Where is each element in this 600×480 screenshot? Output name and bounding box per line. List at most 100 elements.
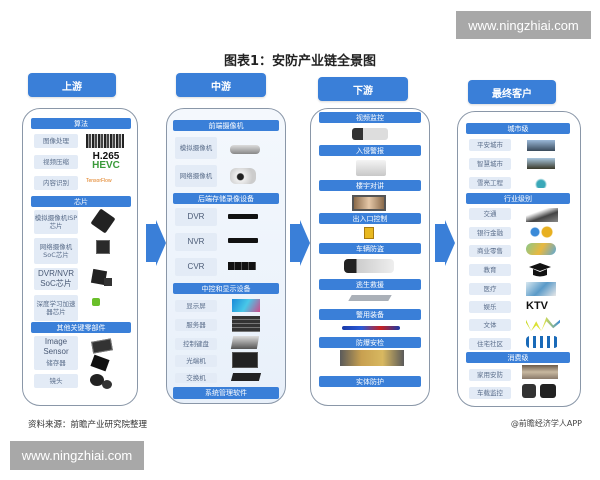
arrow-right-icon [290,220,310,266]
watermark-top: www.ningzhiai.com [456,11,591,39]
item-video-compression: 视频压缩 [34,155,78,169]
item-dl-accelerator-chip: 深度学习加速器芯片 [34,295,78,321]
home-security-image-icon [522,365,558,379]
diagram-title: 图表1：安防产业链全景图 [223,54,377,69]
healthcare-image-icon [526,282,556,296]
hevc-text: HEVC [92,160,120,171]
item-storage: 储存器 [34,356,78,370]
item-banking-finance: 银行金融 [469,227,511,239]
item-optical-transceiver: 光端机 [175,355,217,367]
section-access-control: 出入口控制 [319,213,421,224]
chip-icon [104,278,112,286]
section-control-display: 中控和显示设备 [173,283,279,294]
surveillance-camera-icon [352,128,388,140]
hevc-logo-icon: H.265 HEVC [86,152,126,172]
access-card-icon [364,227,374,239]
item-cvr: CVR [175,258,217,276]
item-safe-city: 平安城市 [469,139,511,151]
section-system-software: 系统管理软件 [173,387,279,399]
arrow-right-icon [146,220,166,266]
section-police-equipment: 警用装备 [319,309,421,320]
section-city-level: 城市级 [466,123,570,134]
item-image-sensor: Image Sensor [34,336,78,358]
item-commercial-retail: 商业零售 [469,245,511,257]
finance-image-icon [526,225,556,239]
section-backend-storage: 后端存储录像设备 [173,193,279,204]
section-consumer-level: 消费级 [466,352,570,363]
item-server: 服务器 [175,319,217,331]
section-chips: 芯片 [31,196,131,207]
section-vehicle-antitheft: 车辆防盗 [319,243,421,254]
item-residential-community: 住宅社区 [469,338,511,350]
item-dvr: DVR [175,208,217,226]
item-display: 显示屏 [175,300,217,312]
transportation-image-icon [526,208,558,222]
tensorflow-logo-icon: TensorFlow [86,178,112,184]
keyboard-icon [230,336,260,349]
item-dvr-nvr-soc-chip: DVR/NVR SoC芯片 [34,268,78,290]
item-network-camera: 网络摄像机 [175,165,217,187]
dvr-device-icon [228,214,258,219]
item-sharp-eyes-project: 雪亮工程 [469,177,511,189]
dashcam-icon [522,384,536,398]
community-image-icon [526,336,558,348]
safe-city-image-icon [527,140,555,151]
cvr-device-icon [228,262,256,270]
header-downstream: 下游 [318,77,408,101]
item-lens: 镜头 [34,374,78,388]
item-sports-culture: 文体 [469,319,511,331]
section-physical-protection: 实体防护 [319,376,421,387]
section-key-components: 其他关键零部件 [31,322,131,333]
item-education: 教育 [469,264,511,276]
dashcam-icon [540,384,556,398]
security-scanner-icon [340,350,404,366]
item-network-soc-chip: 网络摄像机SoC芯片 [34,238,78,264]
section-intrusion-alarm: 入侵警报 [319,145,421,156]
police-lightbar-icon [342,326,400,330]
section-escape-rescue: 逃生救援 [319,279,421,290]
rescue-equipment-icon [348,295,392,301]
vehicle-camera-icon [344,259,394,273]
item-analog-camera: 模拟摄像机 [175,137,217,159]
section-algorithm: 算法 [31,118,131,129]
nvr-device-icon [228,238,258,243]
item-analog-isp-chip: 模拟摄像机ISP芯片 [34,210,78,234]
display-screen-icon [232,299,260,312]
header-midstream: 中游 [176,73,266,97]
intercom-icon [352,195,386,211]
item-nvr: NVR [175,233,217,251]
item-smart-city: 智慧城市 [469,158,511,170]
item-content-recognition: 内容识别 [34,176,78,190]
image-processing-icon [86,134,124,148]
section-industry-level: 行业级别 [466,193,570,204]
item-vehicle-monitoring: 车载监控 [469,387,511,399]
arrow-right-icon [435,220,455,266]
lens-icon [90,374,104,386]
retail-image-icon [526,243,556,255]
network-camera-icon [230,168,256,184]
section-front-camera: 前端摄像机 [173,120,279,131]
item-control-keyboard: 控制键盘 [175,338,217,350]
header-upstream: 上游 [28,73,116,97]
nvidia-logo-icon [92,298,100,306]
chip-icon [96,240,110,254]
item-switch: 交换机 [175,373,217,383]
h265-text: H.265 [92,151,120,162]
server-icon [232,316,260,332]
item-entertainment: 娱乐 [469,301,511,313]
item-image-processing: 图像处理 [34,134,78,148]
ktv-logo-icon: KTV [526,300,548,312]
header-end-customers: 最终客户 [468,80,556,104]
optical-transceiver-icon [232,352,258,368]
item-transportation: 交通 [469,208,511,220]
section-explosion-security: 防爆安检 [319,337,421,348]
lens-icon [102,380,112,389]
smart-city-image-icon [527,158,555,169]
graduation-cap-icon [529,263,551,277]
item-healthcare: 医疗 [469,283,511,295]
credit-note: @前瞻经济学人APP [510,419,582,428]
item-home-security: 家用安防 [469,369,511,381]
source-note: 资料来源：前瞻产业研究院整理 [28,420,148,430]
watermark-bottom: www.ningzhiai.com [10,441,144,470]
section-building-intercom: 楼宇对讲 [319,180,421,191]
